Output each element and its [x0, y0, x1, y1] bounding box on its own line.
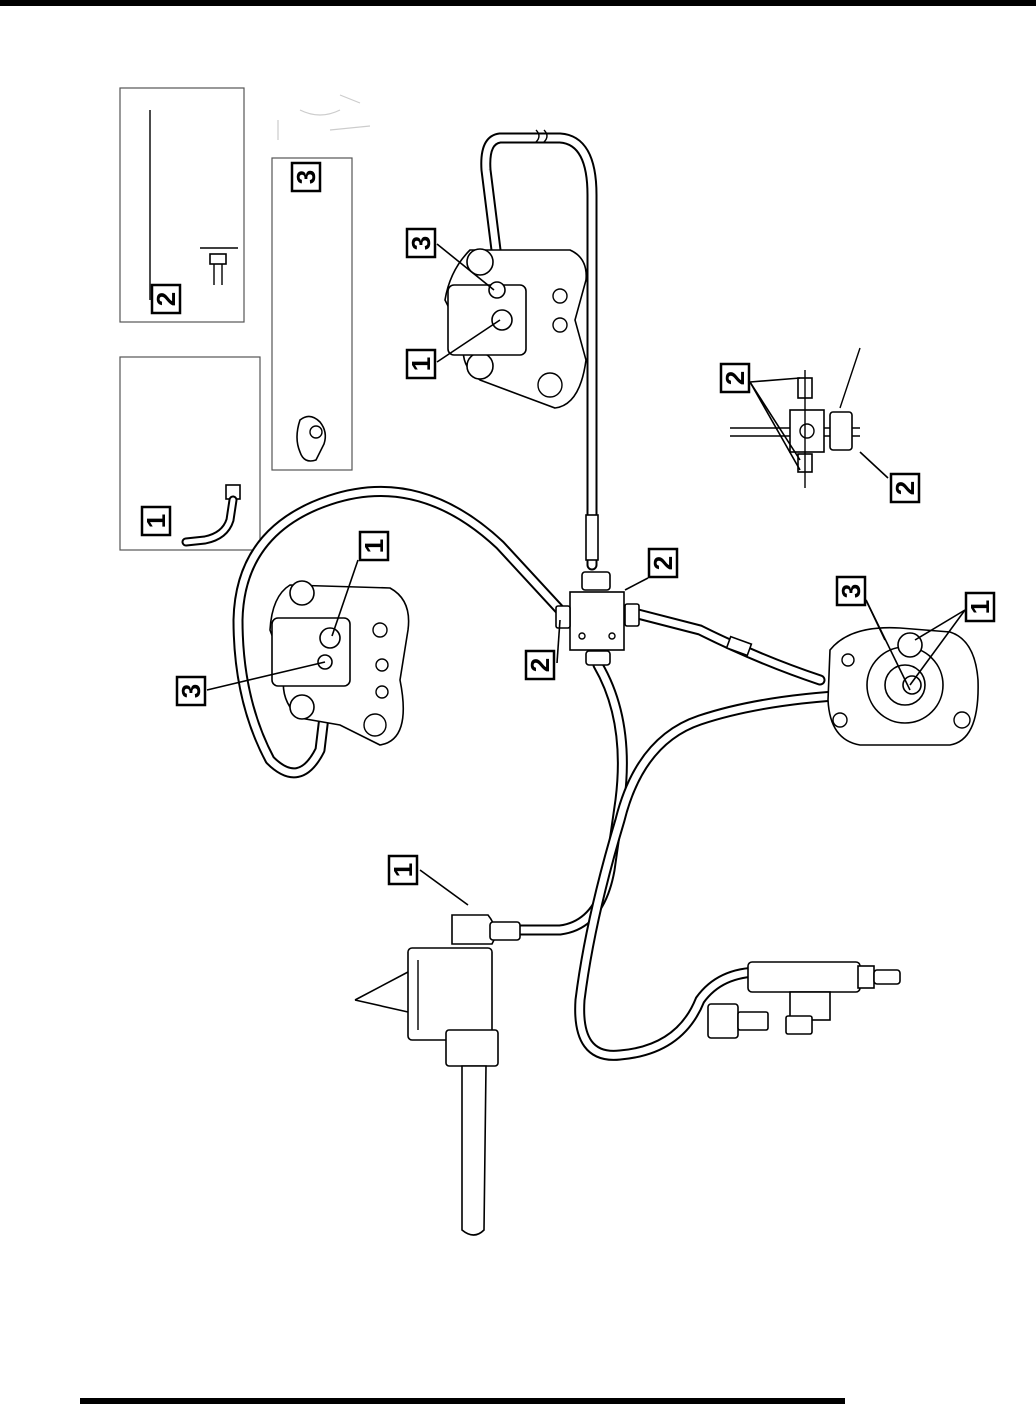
svg-text:3: 3 — [176, 684, 206, 698]
svg-text:2: 2 — [151, 292, 181, 306]
upper-caliper — [445, 249, 586, 408]
hose-to-master — [520, 665, 622, 930]
ghost-marks — [278, 95, 370, 140]
top-border-bar — [0, 0, 1036, 6]
callout-top-caliper-3: 3 — [406, 229, 436, 257]
callout-right-detail-2-top: 2 — [720, 364, 750, 392]
bottom-rule-bar — [80, 1398, 845, 1404]
svg-text:3: 3 — [836, 584, 866, 598]
svg-text:2: 2 — [525, 658, 555, 672]
callout-right-caliper-3: 3 — [836, 577, 866, 605]
callout-inset-1: 1 — [141, 507, 171, 535]
svg-text:3: 3 — [291, 170, 321, 184]
svg-text:1: 1 — [141, 514, 171, 528]
callout-left-caliper-1: 1 — [359, 532, 389, 560]
svg-text:2: 2 — [890, 481, 920, 495]
hose-right — [630, 612, 820, 680]
callout-right-caliper-1: 1 — [965, 593, 995, 621]
svg-text:1: 1 — [359, 539, 389, 553]
right-caliper — [828, 628, 978, 745]
callout-inset-3: 3 — [291, 163, 321, 191]
callout-top-caliper-1: 1 — [406, 350, 436, 378]
svg-text:3: 3 — [406, 236, 436, 250]
callout-junction-left-2: 2 — [525, 651, 555, 679]
junction-block — [556, 572, 639, 665]
inset-2-frame — [120, 88, 244, 322]
callout-right-detail-2-bottom: 2 — [890, 474, 920, 502]
svg-text:1: 1 — [965, 600, 995, 614]
svg-text:1: 1 — [388, 863, 418, 877]
svg-text:2: 2 — [648, 556, 678, 570]
left-caliper — [270, 581, 409, 745]
svg-text:1: 1 — [406, 357, 436, 371]
inset-3-frame — [272, 158, 352, 470]
callout-left-caliper-3: 3 — [176, 677, 206, 705]
callout-master-cylinder-1: 1 — [388, 856, 418, 884]
svg-text:2: 2 — [720, 371, 750, 385]
callout-junction-top-2: 2 — [648, 549, 678, 577]
callout-inset-2: 2 — [151, 285, 181, 313]
master-cylinder — [355, 915, 520, 1235]
